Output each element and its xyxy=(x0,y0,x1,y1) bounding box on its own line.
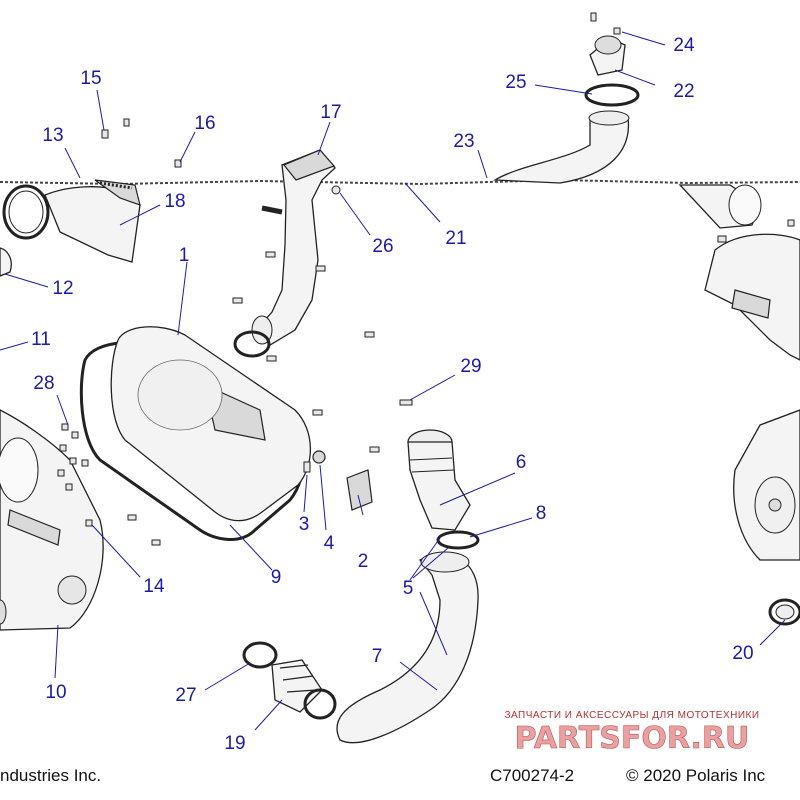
callout-13: 13 xyxy=(42,125,63,146)
bolts-28 xyxy=(57,423,93,527)
small-parts-2-3-4 xyxy=(303,450,373,511)
callout-16: 16 xyxy=(194,113,215,134)
callout-29: 29 xyxy=(460,356,481,377)
hose-7 xyxy=(336,551,479,744)
coupler-19 xyxy=(242,641,337,720)
callout-14: 14 xyxy=(143,576,165,597)
callout-12: 12 xyxy=(52,278,73,299)
callout-15: 15 xyxy=(80,68,101,89)
callout-6: 6 xyxy=(516,452,527,473)
bolts-center xyxy=(127,251,413,546)
callout-20: 20 xyxy=(732,643,753,664)
footer-copyright: © 2020 Polaris Inc xyxy=(626,766,766,785)
callout-9: 9 xyxy=(271,567,282,588)
callout-22: 22 xyxy=(673,81,694,102)
callout-5: 5 xyxy=(403,578,414,599)
intake-duct-group xyxy=(0,179,141,277)
callout-26: 26 xyxy=(372,236,393,257)
callout-17: 17 xyxy=(320,102,341,123)
inner-cover-10 xyxy=(0,409,104,631)
intake-boot-6 xyxy=(407,429,480,550)
callout-8: 8 xyxy=(536,503,547,524)
bolts-15-16 xyxy=(101,118,182,168)
leader-lines xyxy=(0,31,786,731)
callout-11: 11 xyxy=(31,329,51,350)
callout-21: 21 xyxy=(445,228,466,249)
watermark-brand: PARTSFOR.RU xyxy=(515,721,750,756)
callout-19: 19 xyxy=(224,733,245,754)
callout-18: 18 xyxy=(164,191,185,212)
exhaust-duct-23 xyxy=(492,12,640,184)
right-clutch-partial xyxy=(733,409,800,626)
callout-7: 7 xyxy=(372,646,383,667)
footer-company: ndustries Inc. xyxy=(0,766,101,785)
callout-24: 24 xyxy=(673,35,695,56)
right-side-duct xyxy=(678,184,800,361)
intake-tube-17 xyxy=(233,149,341,358)
callout-25: 25 xyxy=(505,72,526,93)
watermark-tagline: ЗАПЧАСТИ И АКСЕССУАРЫ ДЛЯ МОТОТЕХНИКИ xyxy=(504,710,759,721)
callout-1: 1 xyxy=(179,245,190,266)
clutch-cover-1 xyxy=(79,326,312,541)
callout-28: 28 xyxy=(33,373,54,394)
callout-4: 4 xyxy=(324,533,335,554)
callout-labels: 1 2 3 4 5 6 7 8 9 10 11 12 13 14 15 16 1… xyxy=(31,35,753,754)
footer: ndustries Inc. C700274-2 © 2020 Polaris … xyxy=(0,766,766,785)
callout-23: 23 xyxy=(453,131,474,152)
watermark: ЗАПЧАСТИ И АКСЕССУАРЫ ДЛЯ МОТОТЕХНИКИ PA… xyxy=(504,710,759,756)
callout-3: 3 xyxy=(299,514,310,535)
callout-27: 27 xyxy=(175,685,196,706)
callout-2: 2 xyxy=(358,551,369,572)
footer-diagram-code: C700274-2 xyxy=(490,766,574,785)
callout-10: 10 xyxy=(45,682,66,703)
